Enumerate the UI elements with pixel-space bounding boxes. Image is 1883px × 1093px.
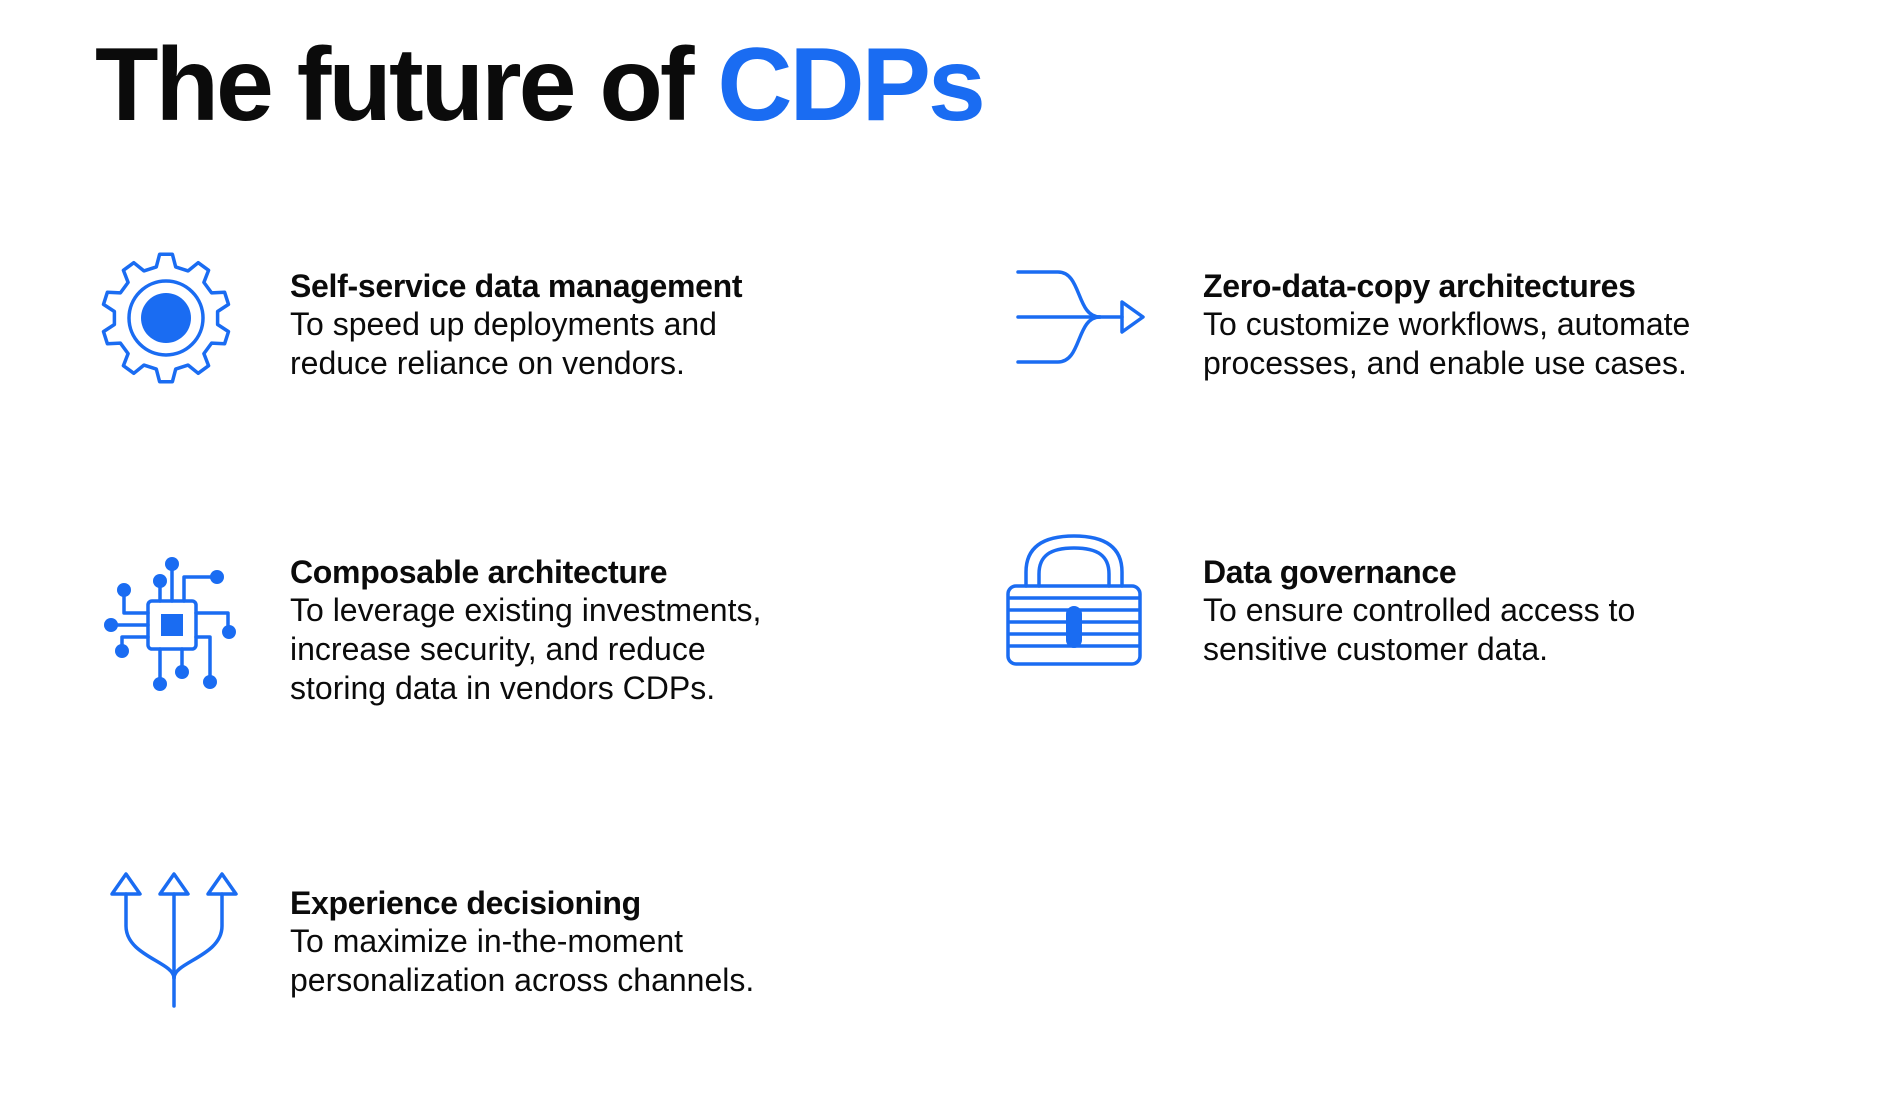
feature-description: To customize workflows, automate process…: [1203, 306, 1691, 381]
feature-data-governance: Data governance To ensure controlled acc…: [1203, 553, 1763, 669]
feature-composable: Composable architecture To leverage exis…: [290, 553, 850, 708]
merge-arrow-icon: [1010, 262, 1150, 368]
feature-description: To leverage existing investments, increa…: [290, 592, 762, 706]
circuit-chip-icon: [100, 555, 245, 695]
page-title: The future of CDPs: [95, 27, 986, 143]
title-main: The future of: [95, 27, 718, 143]
feature-description: To maximize in-the-moment personalizatio…: [290, 923, 755, 998]
feature-heading: Data governance: [1203, 554, 1457, 590]
feature-heading: Zero-data-copy architectures: [1203, 268, 1636, 304]
feature-zero-data-copy: Zero-data-copy architectures To customiz…: [1203, 267, 1763, 383]
gear-icon: [96, 250, 236, 386]
feature-description: To speed up deployments and reduce relia…: [290, 306, 717, 381]
title-accent: CDPs: [717, 27, 985, 143]
padlock-icon: [1004, 530, 1144, 668]
feature-description: To ensure controlled access to sensitive…: [1203, 592, 1636, 667]
feature-heading: Composable architecture: [290, 554, 668, 590]
branching-arrows-icon: [104, 866, 244, 1008]
feature-experience-decisioning: Experience decisioning To maximize in-th…: [290, 884, 850, 1000]
feature-heading: Self-service data management: [290, 268, 743, 304]
feature-heading: Experience decisioning: [290, 885, 641, 921]
feature-self-service: Self-service data management To speed up…: [290, 267, 850, 383]
